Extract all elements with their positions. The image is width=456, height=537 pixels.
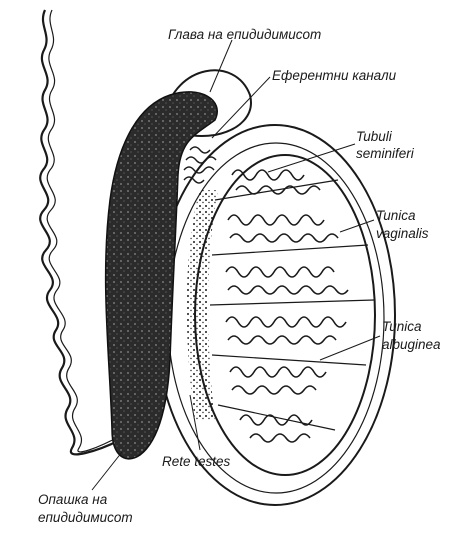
label-vaginalis-line2: vaginalis <box>376 226 429 241</box>
label-rete-testis: Rete testes <box>162 454 231 469</box>
label-albuginea-line1: Tunica <box>382 319 422 334</box>
label-tubuli-line1: Tubuli <box>356 129 393 144</box>
label-albuginea-line2: albuginea <box>382 337 441 352</box>
tunica-albuginea <box>195 155 375 475</box>
label-tail-line2: епидидимисот <box>38 510 133 525</box>
label-epididymis-head: Глава на епидидимисот <box>168 27 321 42</box>
label-tail-line1: Опашка на <box>38 492 108 507</box>
label-tubuli-line2: seminiferi <box>356 146 415 161</box>
label-efferent-ducts: Еферентни канали <box>272 68 397 83</box>
label-vaginalis-line1: Tunica <box>376 208 416 223</box>
